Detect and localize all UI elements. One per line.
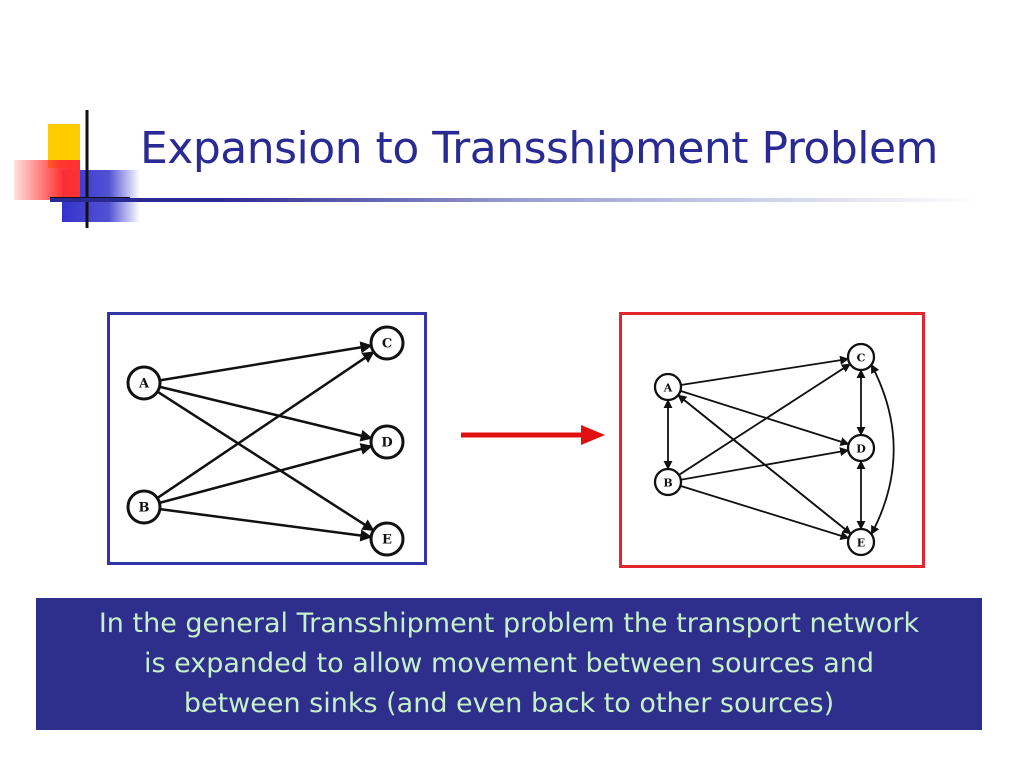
node-a: A (126, 365, 162, 401)
node-e: E (369, 521, 405, 557)
edge-B-E (680, 484, 850, 541)
caption-line-1: In the general Transshipment problem the… (98, 608, 920, 639)
expansion-arrow-icon (461, 425, 605, 445)
title-underline (50, 198, 980, 202)
node-label-b: B (663, 477, 672, 490)
edge-B-C (678, 363, 851, 476)
node-b: B (653, 467, 683, 497)
edge-A-C (159, 341, 373, 382)
slide-title: Expansion to Transshipment Problem (140, 123, 938, 174)
transshipment-network: A B C D E (653, 342, 895, 557)
caption-line-2: is expanded to allow movement between so… (143, 648, 874, 679)
node-e: E (846, 527, 876, 557)
node-label-c: C (382, 337, 392, 352)
node-label-a: A (663, 382, 673, 395)
node-label-b: B (139, 501, 150, 516)
caption-line-3: between sinks (and even back to other so… (183, 688, 835, 719)
node-label-d: D (381, 436, 392, 451)
edge-A-C (680, 355, 850, 386)
caption-box: In the general Transshipment problem the… (36, 598, 982, 730)
edge-B-D (159, 443, 373, 505)
node-d: D (369, 424, 405, 460)
edge-A-D (680, 390, 850, 446)
node-label-c: C (857, 352, 866, 365)
edge-B-C (156, 350, 375, 500)
transportation-diagram: A B C D E (107, 312, 427, 565)
node-label-d: D (856, 443, 866, 456)
node-b: B (126, 489, 162, 525)
edge-C-E (870, 364, 895, 535)
slide-logo-icon (14, 110, 140, 228)
node-c: C (846, 342, 876, 372)
node-d: D (846, 433, 876, 463)
edge-E-A (677, 394, 852, 535)
node-c: C (369, 325, 405, 361)
node-label-e: E (857, 537, 865, 550)
edge-B-E (159, 507, 373, 542)
node-label-e: E (382, 533, 392, 548)
transportation-network: A B C D E (126, 325, 405, 557)
node-label-a: A (138, 377, 150, 392)
edge-A-D (159, 385, 373, 442)
edge-A-E (156, 390, 375, 532)
transshipment-diagram: A B C D E (619, 312, 925, 568)
node-a: A (653, 372, 683, 402)
